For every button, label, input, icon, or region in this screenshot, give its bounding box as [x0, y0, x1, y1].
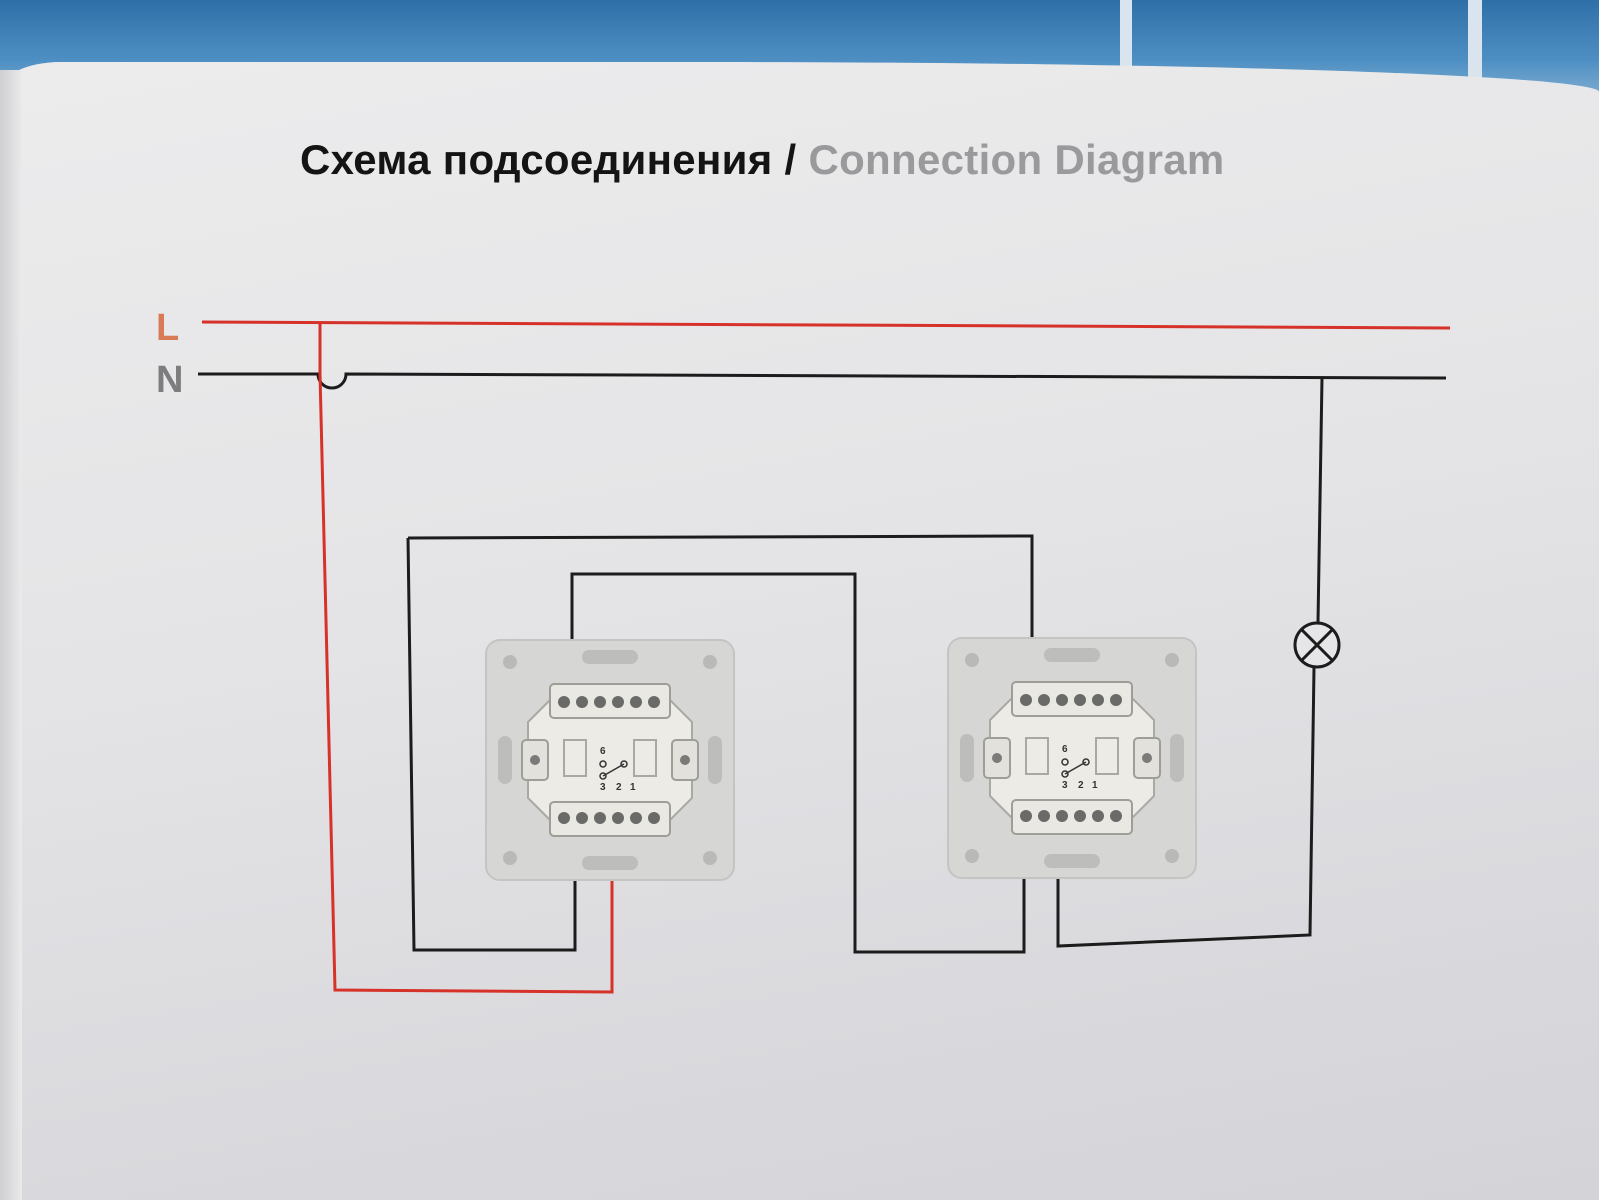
- lamp-neutral-wire: [1316, 377, 1324, 623]
- switch-mechanism-icon[interactable]: 6 3 2 1: [485, 639, 735, 881]
- lamp-icon: [1293, 621, 1341, 669]
- traveler-wire-1: [407, 534, 1034, 685]
- header-band-divider: [1120, 0, 1132, 80]
- terminal-label-1: 1: [1092, 780, 1098, 791]
- label-L: L: [156, 307, 179, 349]
- page-binding-edge: [0, 70, 22, 1200]
- switch-mechanism-icon[interactable]: 6 3 2 1: [947, 637, 1197, 879]
- terminal-label-2: 2: [1078, 780, 1084, 791]
- terminal-label-2: 2: [616, 782, 622, 793]
- phase-feed-wire: [318, 322, 614, 994]
- terminal-label-3: 3: [600, 782, 606, 793]
- terminal-label-6: 6: [1062, 744, 1068, 755]
- title-separator: /: [772, 136, 809, 183]
- terminal-label-3: 3: [1062, 780, 1068, 791]
- traveler-wire-1-return: [406, 537, 577, 952]
- neutral-line-N: [198, 372, 1447, 390]
- header-band-divider: [1468, 0, 1482, 95]
- label-N: N: [156, 359, 183, 401]
- phase-line-L: [201, 320, 1451, 330]
- lamp-load-wire: [1056, 667, 1316, 948]
- page-title: Схема подсоединения / Connection Diagram: [300, 136, 1300, 184]
- traveler-wire-2: [570, 572, 1026, 954]
- terminal-label-1: 1: [630, 782, 636, 793]
- title-russian: Схема подсоединения: [300, 136, 773, 183]
- title-english: Connection Diagram: [808, 136, 1225, 183]
- terminal-label-6: 6: [600, 746, 606, 757]
